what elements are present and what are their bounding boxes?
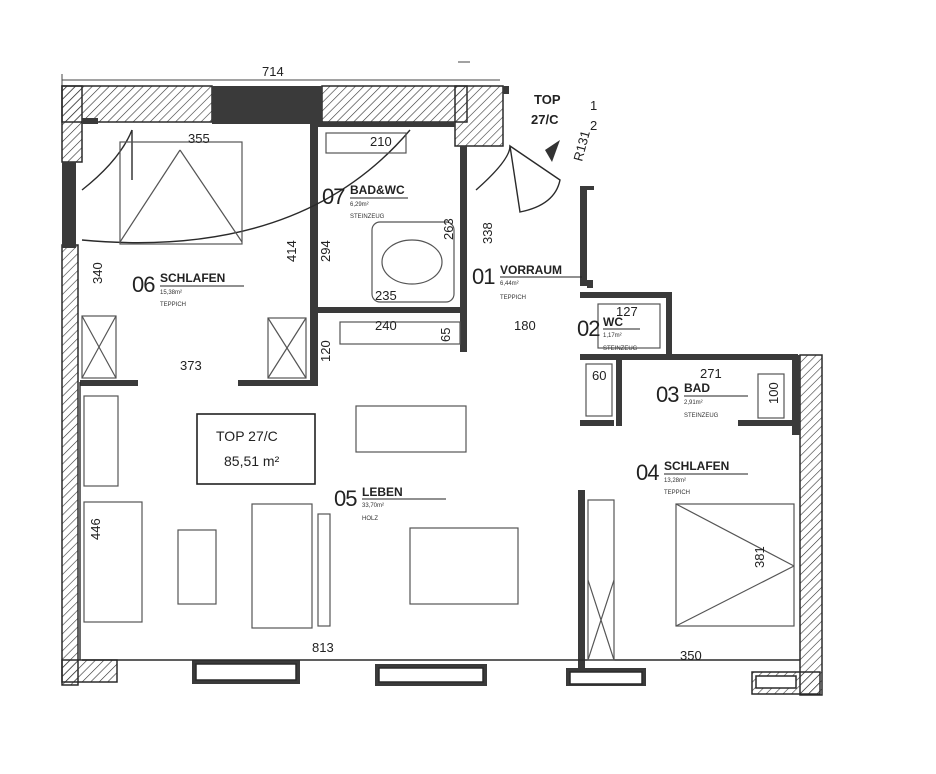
room-number: 05 xyxy=(334,486,357,511)
room-area: 6,44m² xyxy=(500,281,519,287)
room-floor: HOLZ xyxy=(362,516,378,522)
exterior-walls xyxy=(61,85,823,696)
room-label-07: 07 BAD&WC 6,29m² STEINZEUG xyxy=(322,183,408,220)
mark-1: 1 xyxy=(590,98,597,113)
dim-381: 381 xyxy=(752,546,767,568)
room-label-02: 02 WC 1,17m² STEINZEUG xyxy=(577,315,640,352)
room-area: 1,17m² xyxy=(603,333,622,339)
dim-263: 263 xyxy=(441,218,456,240)
dim-65: 65 xyxy=(438,328,453,342)
dim-294: 294 xyxy=(318,240,333,262)
room-number: 02 xyxy=(577,316,600,341)
room-floor: TEPPICH xyxy=(160,302,186,308)
summary-box xyxy=(196,413,316,485)
mark-2: 2 xyxy=(590,118,597,133)
room-label-05: 05 LEBEN 33,70m² HOLZ xyxy=(334,485,446,522)
room-label-06: 06 SCHLAFEN 15,38m² TEPPICH xyxy=(132,271,244,308)
room-name: BAD&WC xyxy=(350,183,405,197)
room-floor: STEINZEUG xyxy=(350,214,385,220)
dim-60: 60 xyxy=(592,368,606,383)
room-outlines xyxy=(79,382,800,689)
entrance-label-unit: 27/C xyxy=(531,112,559,127)
dim-355: 355 xyxy=(188,131,210,146)
room-label-04: 04 SCHLAFEN 13,28m² TEPPICH xyxy=(636,459,748,496)
room-area: 15,38m² xyxy=(160,290,182,296)
room-name: SCHLAFEN xyxy=(664,459,729,473)
room-label-01: 01 VORRAUM 6,44m² TEPPICH xyxy=(472,263,582,301)
room-floor: TEPPICH xyxy=(500,295,526,301)
room-number: 01 xyxy=(472,264,495,289)
room-name: VORRAUM xyxy=(500,263,562,277)
room-floor: STEINZEUG xyxy=(603,346,638,352)
room-number: 06 xyxy=(132,272,155,297)
entrance-label-top: TOP xyxy=(534,92,561,107)
room-number: 07 xyxy=(322,184,345,209)
dim-271: 271 xyxy=(700,366,722,381)
dim-340: 340 xyxy=(90,262,105,284)
dim-180: 180 xyxy=(514,318,536,333)
room-label-03: 03 BAD 2,91m² STEINZEUG xyxy=(656,381,748,419)
door-arcs xyxy=(81,129,561,244)
room-area: 13,28m² xyxy=(664,478,686,484)
dim-100: 100 xyxy=(766,382,781,404)
room-area: 2,91m² xyxy=(684,400,703,406)
room-floor: STEINZEUG xyxy=(684,413,719,419)
dim-240: 240 xyxy=(375,318,397,333)
dim-373: 373 xyxy=(180,358,202,373)
dim-235: 235 xyxy=(375,288,397,303)
dim-120: 120 xyxy=(318,340,333,362)
door-radius-label: R131 xyxy=(570,129,593,163)
dim-top-width: 714 xyxy=(262,64,284,79)
room-number: 03 xyxy=(656,382,679,407)
top-dimension-line xyxy=(61,61,500,86)
summary-area: 85,51 m² xyxy=(224,453,280,469)
dim-350: 350 xyxy=(680,648,702,663)
room-name: BAD xyxy=(684,381,710,395)
room-floor: TEPPICH xyxy=(664,490,690,496)
dim-210: 210 xyxy=(370,134,392,149)
summary-title: TOP 27/C xyxy=(216,428,278,444)
furniture xyxy=(81,132,795,661)
dim-446: 446 xyxy=(88,518,103,540)
dim-127: 127 xyxy=(616,304,638,319)
room-number: 04 xyxy=(636,460,659,485)
room-name: SCHLAFEN xyxy=(160,271,225,285)
dim-338: 338 xyxy=(480,222,495,244)
dim-813: 813 xyxy=(312,640,334,655)
dim-414: 414 xyxy=(284,240,299,262)
room-area: 6,29m² xyxy=(350,202,369,208)
room-name: WC xyxy=(603,315,623,329)
room-area: 33,70m² xyxy=(362,503,384,509)
room-name: LEBEN xyxy=(362,485,403,499)
